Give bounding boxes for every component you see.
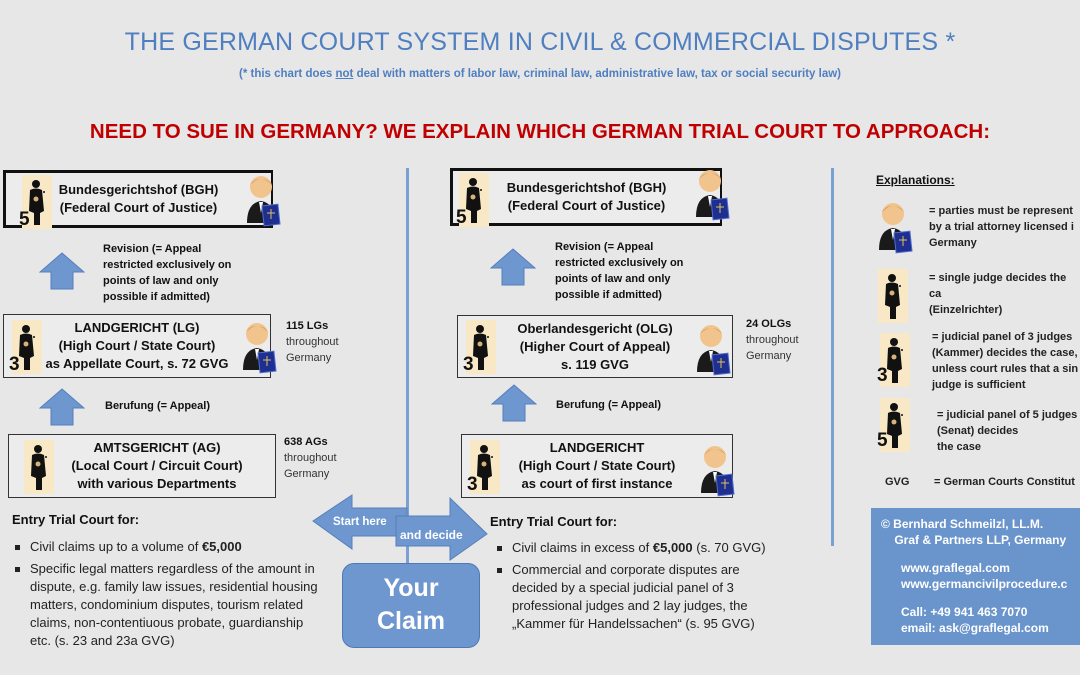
court-name: LANDGERICHT (High Court / State Court) a… <box>518 440 676 491</box>
page-title: THE GERMAN COURT SYSTEM IN CIVIL & COMME… <box>124 28 956 56</box>
divider-line <box>831 168 834 546</box>
list-item: Civil claims in excess of €5,000 (s. 70 … <box>494 539 784 557</box>
gvg-abbreviation: GVG <box>885 476 910 488</box>
explanations-heading: Explanations: <box>876 173 955 187</box>
subtitle-text: deal with matters of labor law, criminal… <box>353 68 842 80</box>
revision-note: Revision (= Appeal restricted exclusivel… <box>103 243 232 303</box>
court-name: AMTSGERICHT (AG) (Local Court / Circuit … <box>71 440 243 491</box>
judge-icon: 5 <box>456 173 489 227</box>
up-arrow-icon <box>490 248 536 286</box>
court-box-ag: AMTSGERICHT (AG) (Local Court / Circuit … <box>8 434 276 498</box>
court-box-lg-appellate: 3 LANDGERICHT (LG) (High Court / State C… <box>3 314 277 378</box>
court-box-bgh-right: 5 Bundesgerichtshof (BGH) (Federal Court… <box>450 168 730 227</box>
page-subtitle: (* this chart does not deal with matters… <box>0 68 1080 80</box>
direction-arrows <box>312 494 488 561</box>
entry-heading-right: Entry Trial Court for: <box>490 514 618 529</box>
court-name: Oberlandesgericht (OLG) (Higher Court of… <box>517 320 673 372</box>
judge-icon: 5 <box>19 175 52 229</box>
author-name: © Bernhard Schmeilzl, LL.M. <box>881 517 1044 531</box>
subtitle-text: (* this chart does <box>238 68 336 80</box>
list-item: Commercial and corporate disputes are de… <box>494 561 784 633</box>
lawyer-icon <box>698 443 736 497</box>
lawyer-icon <box>876 200 914 254</box>
berufung-note: Berufung (= Appeal) <box>556 399 662 411</box>
email-link[interactable]: email: ask@graflegal.com <box>901 621 1049 635</box>
phone-number: Call: +49 941 463 7070 <box>901 605 1028 619</box>
explanation-gvg: = German Courts Constitut <box>934 476 1075 488</box>
court-box-bgh-left: 5 Bundesgerichtshof (BGH) (Federal Court… <box>3 170 281 229</box>
your-claim-box: Your Claim <box>342 563 480 648</box>
judge-icon: 5 <box>877 398 910 452</box>
website-link[interactable]: www.germancivilprocedure.c <box>901 577 1068 591</box>
lawyer-icon <box>244 173 282 227</box>
court-name: Bundesgerichtshof (BGH) (Federal Court o… <box>58 182 219 215</box>
divider-line <box>406 168 409 563</box>
judge-icon: 3 <box>467 440 500 494</box>
court-box-olg: 3 Oberlandesgericht (OLG) (Higher Court … <box>457 315 733 378</box>
lawyer-icon <box>240 320 278 374</box>
court-box-lg-first-instance: 3 LANDGERICHT (High Court / State Court)… <box>461 434 736 498</box>
up-arrow-icon <box>491 384 537 422</box>
explanation-lawyer: = parties must be represent by a trial a… <box>929 205 1074 249</box>
judge-icon: 3 <box>463 320 496 374</box>
berufung-note: Berufung (= Appeal) <box>105 400 211 412</box>
and-decide-label: and decide <box>400 528 463 542</box>
judge-icon <box>878 269 908 323</box>
explanation-panel-5: = judicial panel of 5 judges (Senat) dec… <box>937 409 1078 453</box>
judge-icon: 3 <box>9 320 42 374</box>
judge-icon <box>24 440 54 494</box>
start-here-label: Start here <box>333 516 387 528</box>
right-arrow-icon <box>395 496 488 561</box>
entry-list-left: Civil claims up to a volume of €5,000 Sp… <box>12 538 327 654</box>
entry-list-right: Civil claims in excess of €5,000 (s. 70 … <box>494 539 784 637</box>
up-arrow-icon <box>39 388 85 426</box>
court-name: LANDGERICHT (LG) (High Court / State Cou… <box>45 320 229 371</box>
explanation-single-judge: = single judge decides the ca (Einzelric… <box>929 272 1067 316</box>
explanation-panel-3: = judicial panel of 3 judges (Kammer) de… <box>932 331 1079 391</box>
headline: NEED TO SUE IN GERMANY? WE EXPLAIN WHICH… <box>89 120 991 143</box>
list-item: Civil claims up to a volume of €5,000 <box>12 538 327 556</box>
revision-note: Revision (= Appeal restricted exclusivel… <box>555 241 684 301</box>
firm-name: Graf & Partners LLP, Germany <box>881 533 1067 547</box>
website-link[interactable]: www.graflegal.com <box>901 561 1010 575</box>
judge-icon: 3 <box>877 333 910 387</box>
lawyer-icon <box>693 167 731 221</box>
lawyer-icon <box>694 322 732 376</box>
list-item: Specific legal matters regardless of the… <box>12 560 327 650</box>
contact-box: © Bernhard Schmeilzl, LL.M. Graf & Partn… <box>871 508 1080 645</box>
entry-heading-left: Entry Trial Court for: <box>12 512 140 527</box>
subtitle-not: not <box>335 68 354 80</box>
up-arrow-icon <box>39 252 85 290</box>
court-name: Bundesgerichtshof (BGH) (Federal Court o… <box>506 180 667 213</box>
